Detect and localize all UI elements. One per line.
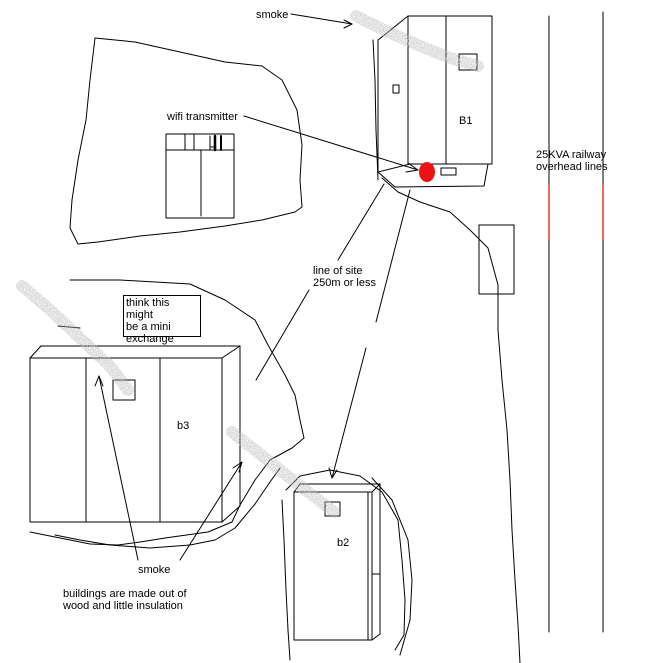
building-b3	[29, 345, 241, 523]
building-b2	[281, 469, 413, 661]
transmitter-signal-dot	[419, 162, 435, 182]
label-exchange-line1: think this might	[126, 297, 170, 321]
smoke-plume-b1	[350, 10, 484, 72]
label-los-line1: line of site	[313, 265, 363, 277]
label-b1: B1	[459, 115, 473, 127]
sight-line-b1-b2	[375, 189, 411, 323]
smoke-plume-b3	[16, 280, 134, 396]
sight-line-b3	[255, 289, 310, 381]
wifi-transmitter-structure	[165, 133, 235, 219]
label-exchange-line2: be a mini	[126, 321, 171, 333]
sight-line-wifi-b1	[243, 115, 419, 171]
label-mini-exchange-note: think this might be a mini exchange	[123, 295, 201, 345]
label-note-line2: wood and little insulation	[63, 600, 183, 612]
smoke-pointer-right	[179, 461, 243, 561]
smoke-plume-b2	[226, 426, 340, 518]
label-building-note: buildings are made out of wood and littl…	[63, 588, 187, 612]
label-note-line1: buildings are made out of	[63, 588, 187, 600]
label-smoke-top: smoke	[256, 9, 289, 21]
land-outline-upper-left	[69, 37, 303, 245]
label-b2: b2	[337, 537, 350, 549]
road-edge-left	[372, 39, 379, 181]
label-smoke-bottom: smoke	[138, 564, 171, 576]
roadside-box	[478, 224, 515, 295]
label-b3: b3	[177, 420, 190, 432]
label-railway: 25KVA railway overhead lines	[536, 149, 608, 173]
land-outline-center-lower	[54, 467, 281, 549]
road-edge-right	[381, 177, 521, 663]
label-railway-line1: 25KVA railway	[536, 149, 607, 161]
label-railway-line2: overhead lines	[536, 161, 608, 173]
sight-line-b1-b3	[337, 183, 385, 261]
label-wifi-transmitter: wifi transmitter	[167, 111, 238, 123]
label-los-line2: 250m or less	[313, 277, 376, 289]
smoke-pointer-top	[290, 13, 353, 25]
sight-line-b2	[331, 347, 367, 479]
label-line-of-site: line of site 250m or less	[313, 265, 376, 289]
label-exchange-line3: exchange	[126, 333, 174, 345]
smoke-pointer-b3	[98, 375, 139, 561]
